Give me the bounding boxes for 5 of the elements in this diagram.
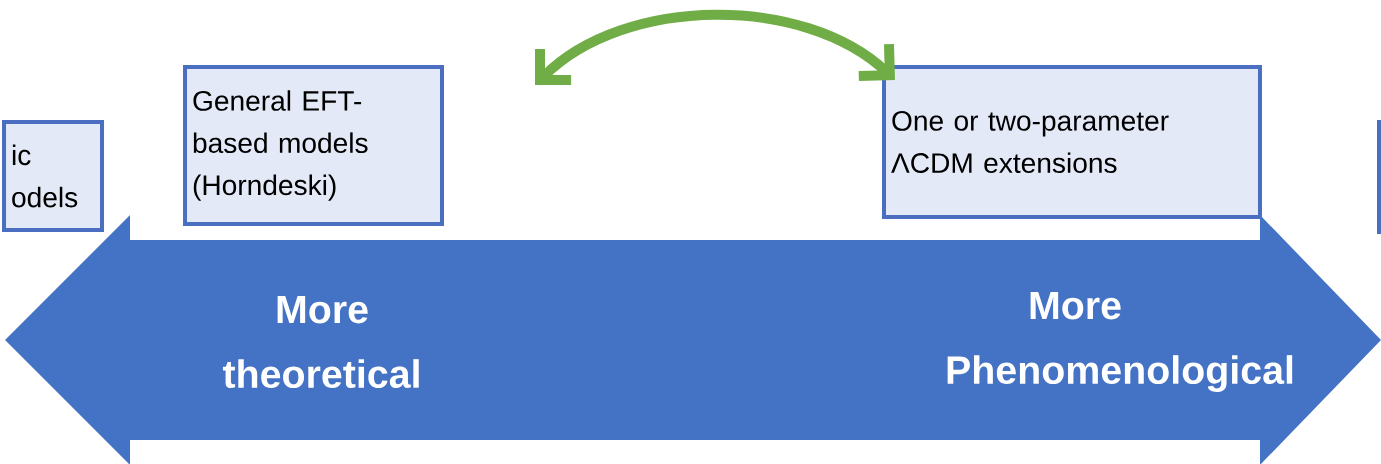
text-box: One or two-parameter ΛCDM extensions [882,65,1262,219]
double-arrow-band: More theoretical More Phenomenological [5,215,1381,464]
box [1377,120,1381,234]
text-box: General EFT-based models (Horndeski) [183,65,444,226]
text-box: ic odels [2,120,104,232]
